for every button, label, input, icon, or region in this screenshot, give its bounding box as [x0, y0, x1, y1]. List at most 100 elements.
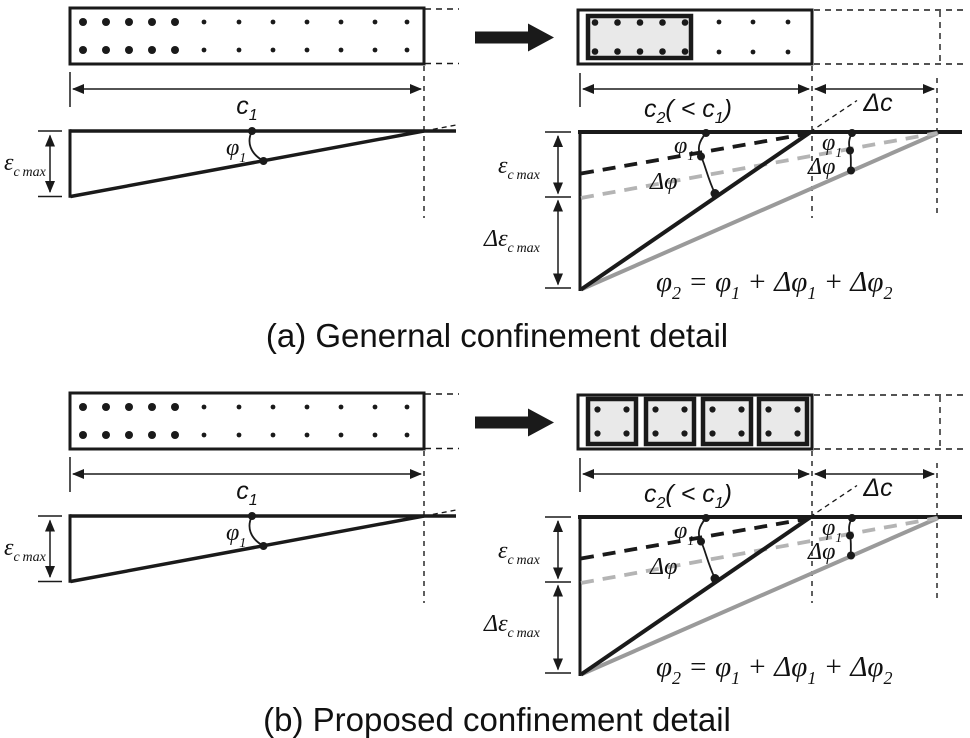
rebar-dot: [785, 19, 791, 25]
rebar-dot: [102, 403, 110, 411]
profile-extension-dash: [423, 508, 460, 517]
corner-rebar-dot: [681, 406, 688, 413]
angle-dot: [846, 146, 854, 155]
angle-dot: [248, 127, 256, 135]
strain-profile-gray-solid: [580, 516, 939, 677]
label-phi1-left: φ1: [226, 520, 246, 551]
cross-section-general-confined-a: [576, 8, 963, 218]
angle-dot: [710, 189, 720, 198]
rebar-dot: [270, 404, 276, 410]
rebar-dot: [270, 432, 276, 438]
core-rebar-dot: [681, 19, 689, 26]
strain-profile-initial: [70, 129, 425, 199]
angle-dot: [248, 512, 256, 520]
dim-label-delta-c: Δc: [862, 474, 893, 502]
core-rebar-dot: [659, 19, 666, 26]
profile-extension-dash: [423, 123, 460, 132]
strain-profile-initial: [70, 514, 425, 584]
strain-diagram-confined-a: [545, 99, 962, 292]
rebar-dot: [338, 404, 344, 410]
label-phi1-mid: φ1: [674, 133, 694, 164]
rebar-dot: [304, 432, 310, 438]
stirrup-box: [756, 396, 810, 447]
rebar-dot: [338, 47, 344, 53]
rebar-dot: [148, 46, 156, 54]
angle-arc-mid: [697, 132, 716, 194]
rebar-dot: [79, 18, 87, 26]
corner-rebar-dot: [652, 406, 659, 413]
profile-extension-dash: [809, 484, 858, 518]
rebar-dot: [171, 18, 179, 26]
corner-rebar-dot: [652, 430, 659, 437]
dim-label-c1: c1: [236, 477, 257, 509]
rebar-dot: [79, 431, 87, 439]
label-delta-eps-cmax: Δεc max: [483, 226, 541, 256]
rebar-dot: [236, 404, 242, 410]
cross-section-proposed-confined-b: [576, 393, 963, 603]
corner-rebar-dot: [594, 430, 601, 437]
rebar-dot: [372, 404, 378, 410]
strain-profile-black-dashed: [580, 132, 807, 176]
stirrup-box: [700, 396, 754, 447]
corner-rebar-dot: [594, 406, 601, 413]
dim-label-c2: c2( < c1): [644, 480, 732, 512]
label-eps-cmax-right: εc max: [498, 538, 541, 568]
section-outline: [68, 391, 426, 451]
right-arrow-icon: [475, 408, 554, 437]
core-rebar-dot: [681, 48, 689, 55]
corner-rebar-dot: [681, 430, 688, 437]
angle-dot: [848, 129, 856, 137]
rebar-dot: [201, 432, 207, 438]
rebar-dot: [201, 404, 207, 410]
strain-diagram-original-b: [38, 451, 460, 603]
transform-arrow-b: [475, 408, 554, 437]
strain-diagram-confined-b: [545, 484, 962, 677]
rebar-dot: [171, 46, 179, 54]
strain-diagram-original-a: [38, 66, 460, 218]
core-rebar-dot: [614, 48, 621, 55]
rebar-dot: [750, 49, 756, 55]
rebar-dot: [372, 432, 378, 438]
strain-profile-black-dashed: [580, 517, 807, 561]
rebar-dot: [304, 19, 310, 25]
rebar-dot: [79, 46, 87, 54]
rebar-dot: [171, 431, 179, 439]
angle-dot: [697, 537, 705, 546]
angle-dot: [846, 531, 854, 540]
rebar-dot: [338, 19, 344, 25]
rebar-dot: [236, 432, 242, 438]
angle-dot: [847, 551, 855, 560]
angle-arc-phi1: [248, 515, 264, 547]
angle-dot: [702, 129, 710, 137]
caption-b: (b) Proposed confinement detail: [263, 701, 731, 738]
rebar-dot: [304, 47, 310, 53]
rebar-dot: [201, 19, 207, 25]
rebar-dot: [236, 19, 242, 25]
rebar-dot: [148, 431, 156, 439]
label-eps-cmax-left: εc max: [4, 150, 47, 180]
dim-label-c1: c1: [236, 92, 257, 124]
core-rebar-dot: [659, 48, 666, 55]
rebar-dot: [125, 18, 133, 26]
rebar-dot: [716, 49, 722, 55]
rebar-dot: [716, 19, 722, 25]
transform-arrow-a: [475, 23, 554, 52]
rebar-dot: [148, 18, 156, 26]
rebar-dot: [304, 404, 310, 410]
rebar-dot: [750, 19, 756, 25]
angle-arc-phi1: [248, 130, 264, 162]
angle-dot: [848, 514, 856, 522]
stirrup-box: [585, 396, 639, 447]
rebar-dot: [125, 403, 133, 411]
equation-phi2: φ2 = φ1 + Δφ1 + Δφ2: [656, 266, 892, 303]
angle-dot: [259, 542, 268, 550]
rebar-dot: [372, 47, 378, 53]
label-delta-eps-cmax: Δεc max: [483, 611, 541, 641]
cross-section-original-a: [68, 6, 459, 107]
corner-rebar-dot: [738, 406, 745, 413]
label-dphi-mid: Δφ: [649, 554, 677, 580]
label-phi1-left: φ1: [226, 135, 246, 166]
label-dphi-mid: Δφ: [649, 169, 677, 195]
